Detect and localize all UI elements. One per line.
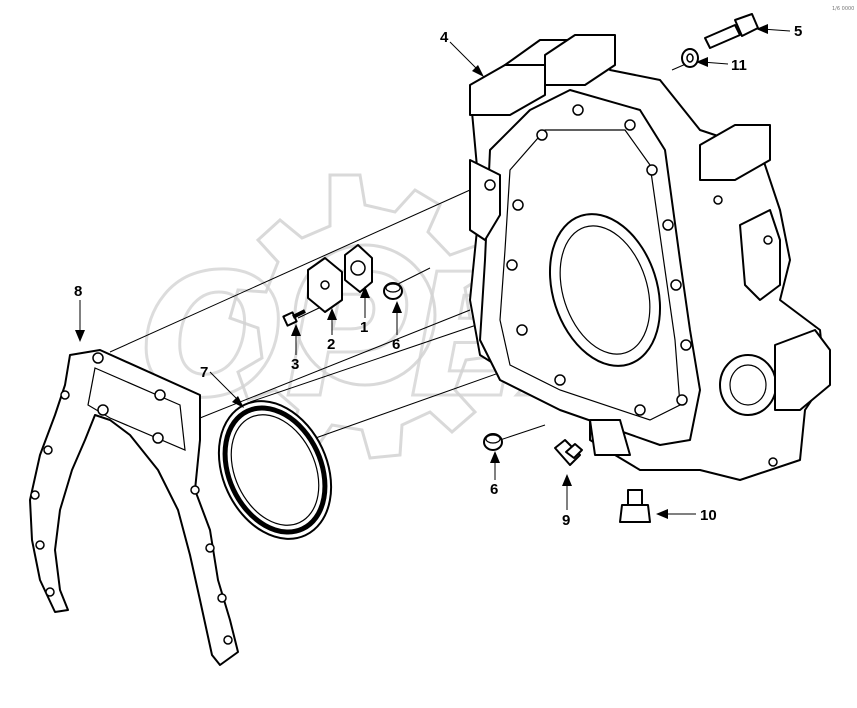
callout-11: 11: [731, 57, 747, 74]
drain-plug: [619, 489, 651, 523]
callout-9: 9: [562, 512, 570, 529]
callout-3: 3: [291, 356, 299, 373]
plug-lower: [483, 433, 503, 451]
callout-6-lower: 6: [490, 481, 498, 498]
callout-arrows: [75, 24, 791, 519]
plug-upper: [383, 282, 403, 300]
callout-2: 2: [327, 336, 335, 353]
grease-fitting: [554, 439, 583, 466]
bolt: [704, 13, 759, 49]
cover-plate: [307, 257, 343, 313]
rear-seal: [217, 400, 333, 540]
callout-5: 5: [794, 23, 802, 40]
callout-1: 1: [360, 319, 368, 336]
cover-gasket: [344, 244, 373, 293]
callout-4: 4: [440, 29, 449, 46]
screw: [282, 309, 306, 327]
callout-10: 10: [700, 507, 717, 524]
washer: [681, 48, 699, 68]
callout-6-upper: 6: [392, 336, 400, 353]
callout-7: 7: [200, 364, 208, 381]
corner-code: 1/6 0000: [832, 6, 854, 12]
gasket: [29, 349, 239, 666]
callout-8: 8: [74, 283, 82, 300]
flywheel-housing: [469, 34, 831, 481]
